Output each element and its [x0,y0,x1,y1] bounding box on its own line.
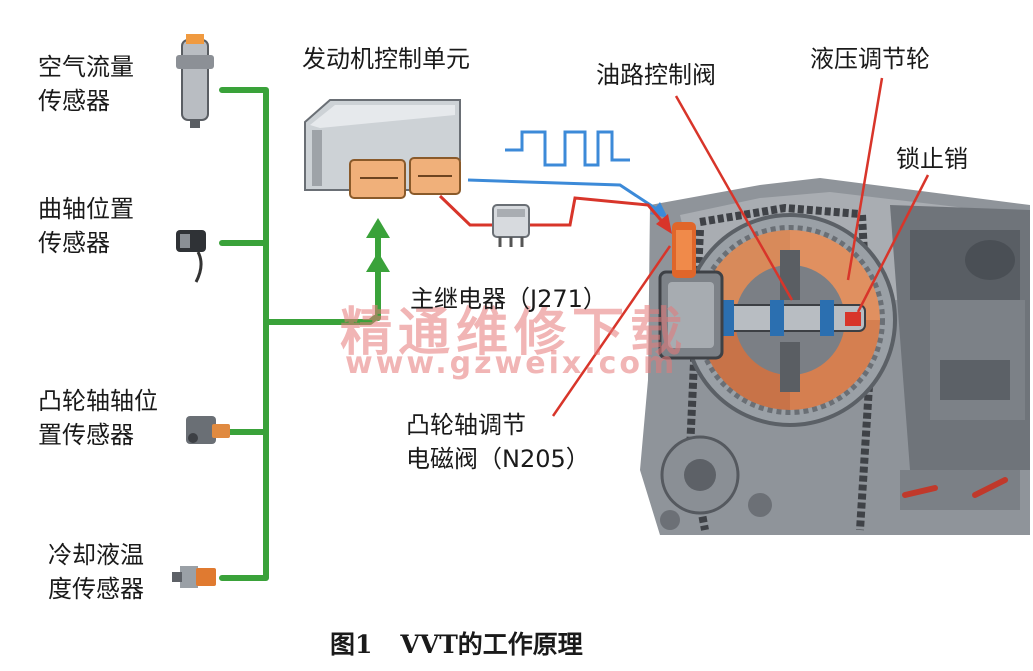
relay-label: 主继电器（J271） [410,285,607,313]
coolant-sensor-label-1: 冷却液温 [48,541,144,569]
air-flow-sensor-label-1: 空气流量 [38,53,134,81]
bus-arrow-up-1 [366,218,390,238]
oil-valve-label: 油路控制阀 [596,61,716,89]
power-wire-red-2 [530,196,668,227]
air-flow-sensor-icon [176,34,214,128]
crank-sensor-label-1: 曲轴位置 [38,195,134,223]
pwm-waveform [505,130,630,167]
power-wire-red [438,194,495,227]
crank-sensor-label-2: 传感器 [38,229,110,257]
ecu-label: 发动机控制单元 [302,45,470,73]
leader-lines [551,77,930,417]
cam-sensor-label-2: 置传感器 [38,421,134,449]
hydraulic-wheel-label: 液压调节轮 [810,45,930,73]
crank-sensor-icon [176,230,206,283]
coolant-sensor-label-2: 度传感器 [48,575,144,603]
cam-sensor-label-1: 凸轮轴轴位 [38,387,158,415]
lock-pin-label: 锁止销 [896,145,968,173]
coolant-sensor-icon [172,566,216,588]
figure-caption: 图1 VVT的工作原理 [330,625,583,661]
figure-title: VVT的工作原理 [400,630,583,659]
power-arrow-red [656,214,672,234]
watermark-url: www.gzweix.com [345,346,678,381]
watermark-cn: 精通维修下载 [340,302,689,363]
relay-icon [492,204,530,247]
signal-wire-blue [467,178,659,212]
figure-number: 图1 [330,630,373,659]
cam-sensor-icon [186,416,230,444]
air-flow-sensor-label-2: 传感器 [38,87,110,115]
solenoid-label-1: 凸轮轴调节 [406,411,526,439]
ecu-icon [304,99,461,199]
sensor-bus [219,87,381,581]
engine-cutaway [640,178,1030,535]
bus-arrow-up-2 [366,252,390,272]
solenoid-label-2: 电磁阀（N205） [406,445,590,473]
